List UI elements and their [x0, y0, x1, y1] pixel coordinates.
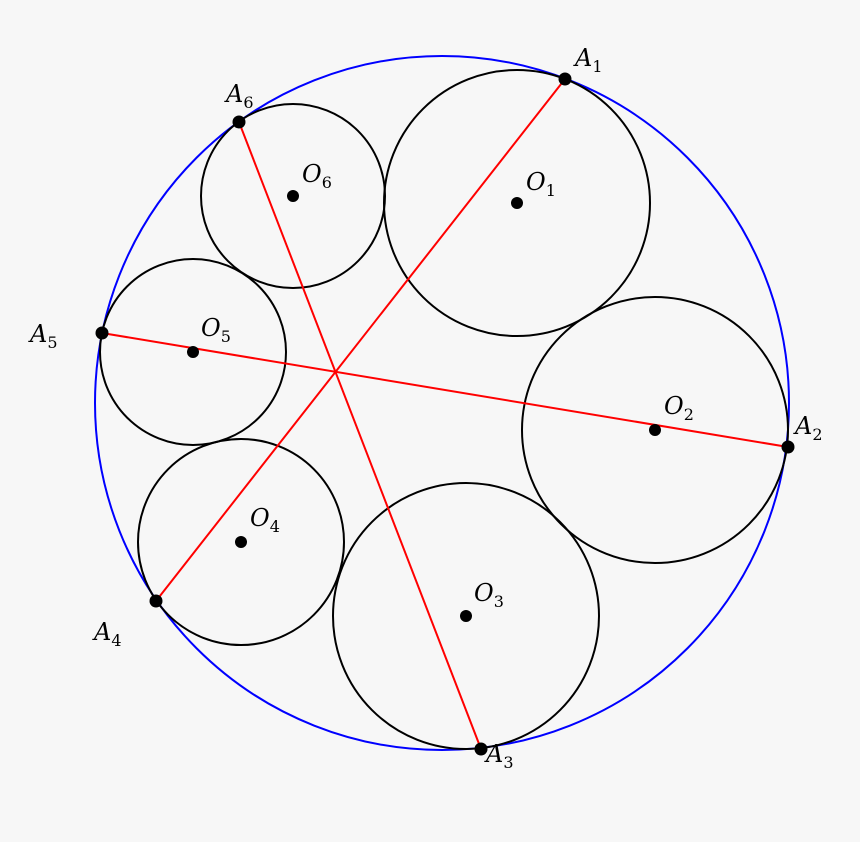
chord-a2-a5: [101, 332, 789, 448]
center-point-o5: [187, 346, 199, 358]
circle-o5: [99, 258, 287, 446]
point-a5: [95, 326, 109, 340]
inner-circles: [99, 69, 789, 750]
label-a6: A6: [224, 80, 254, 112]
label-o4: O4: [250, 504, 280, 536]
label-o5: O5: [201, 314, 231, 346]
chord-a1-a4: [155, 78, 566, 602]
outer-circle: [94, 55, 790, 751]
label-a4: A4: [92, 618, 122, 650]
circle-o4: [137, 438, 345, 646]
center-point-o2: [649, 424, 661, 436]
point-a2: [781, 440, 795, 454]
label-o2: O2: [664, 392, 694, 424]
chord-a3-a6: [238, 121, 482, 750]
circle-o2: [521, 296, 789, 564]
center-point-o6: [287, 190, 299, 202]
label-a1: A1: [573, 44, 603, 76]
center-point-o1: [511, 197, 523, 209]
center-point-o4: [235, 536, 247, 548]
point-a4: [149, 594, 163, 608]
center-point-o3: [460, 610, 472, 622]
circle-o3: [332, 482, 600, 750]
label-o1: O1: [526, 168, 556, 200]
point-a1: [558, 72, 572, 86]
label-o3: O3: [474, 579, 504, 611]
circle-o6: [200, 103, 386, 289]
chords: [101, 78, 789, 750]
label-a2: A2: [793, 412, 823, 444]
label-a5: A5: [28, 320, 58, 352]
label-a3: A3: [484, 740, 514, 772]
point-a6: [232, 115, 246, 129]
label-o6: O6: [302, 160, 332, 192]
point-a3: [474, 742, 488, 756]
